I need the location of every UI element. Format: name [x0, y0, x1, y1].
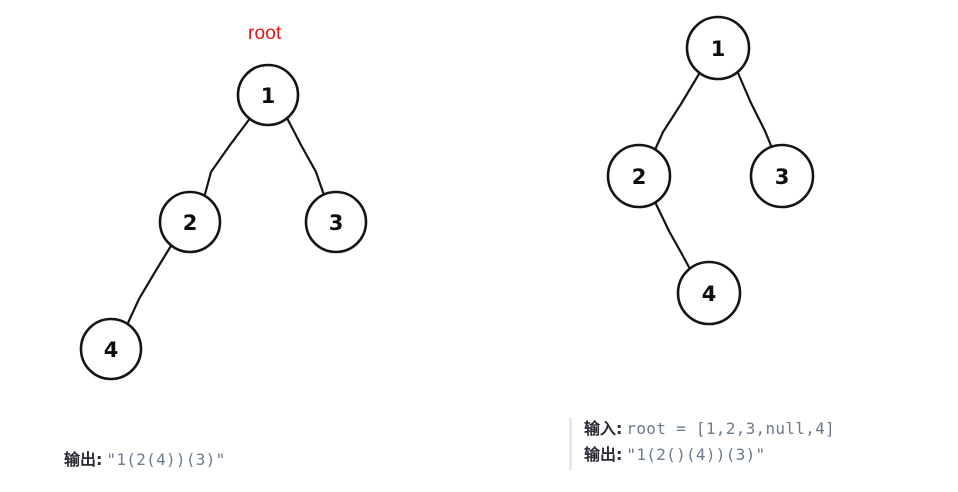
- node-left-1-label: 1: [261, 84, 276, 108]
- node-left-1: 1: [236, 63, 300, 127]
- left-output-line: 输出:"1(2(4))(3)": [64, 447, 226, 473]
- node-right-1-label: 1: [711, 37, 726, 61]
- node-right-2-label: 2: [632, 165, 647, 189]
- right-input-label: 输入:: [584, 419, 623, 438]
- root-annotation-label: root: [248, 23, 282, 44]
- edge-left-1-to-3: [285, 116, 327, 200]
- right-caption-block: 输入:root = [1,2,3,null,4] 输出:"1(2()(4))(3…: [584, 416, 835, 468]
- node-right-3-label: 3: [775, 165, 790, 189]
- right-tree-edges: [652, 71, 774, 273]
- left-caption-block: 输出:"1(2(4))(3)": [64, 447, 226, 473]
- node-right-4: 4: [676, 260, 742, 326]
- node-left-3-label: 3: [329, 211, 344, 235]
- edge-right-1-to-2: [652, 72, 701, 154]
- left-tree-nodes: 1 2 3 4: [79, 63, 368, 381]
- node-left-4: 4: [79, 317, 143, 381]
- right-tree-nodes: 1 2 3 4: [606, 15, 815, 326]
- node-circle: [79, 317, 143, 381]
- node-circle: [676, 260, 742, 326]
- node-circle: [236, 63, 300, 127]
- node-circle: [304, 190, 368, 254]
- node-right-1: 1: [685, 15, 751, 81]
- node-right-3: 3: [749, 143, 815, 209]
- caption-divider-bar: [569, 418, 572, 470]
- right-input-line: 输入:root = [1,2,3,null,4]: [584, 416, 835, 442]
- node-right-4-label: 4: [702, 282, 717, 306]
- edge-left-1-to-2: [203, 117, 251, 198]
- node-circle: [685, 15, 751, 81]
- right-output-label: 输出:: [584, 445, 623, 464]
- right-input-value: root = [1,2,3,null,4]: [626, 419, 835, 438]
- node-left-2-label: 2: [183, 211, 198, 235]
- right-output-line: 输出:"1(2()(4))(3)": [584, 442, 835, 468]
- node-left-3: 3: [304, 190, 368, 254]
- left-output-value: "1(2(4))(3)": [106, 450, 226, 469]
- node-left-2: 2: [158, 190, 222, 254]
- edge-left-2-to-4: [125, 243, 173, 327]
- node-circle: [606, 143, 672, 209]
- node-circle: [158, 190, 222, 254]
- edge-right-2-to-4: [654, 202, 693, 273]
- left-output-label: 输出:: [64, 450, 103, 469]
- edge-right-1-to-3: [736, 71, 774, 150]
- node-right-2: 2: [606, 143, 672, 209]
- left-tree-edges: [125, 116, 327, 327]
- node-circle: [749, 143, 815, 209]
- node-left-4-label: 4: [104, 338, 119, 362]
- right-output-value: "1(2()(4))(3)": [626, 445, 766, 464]
